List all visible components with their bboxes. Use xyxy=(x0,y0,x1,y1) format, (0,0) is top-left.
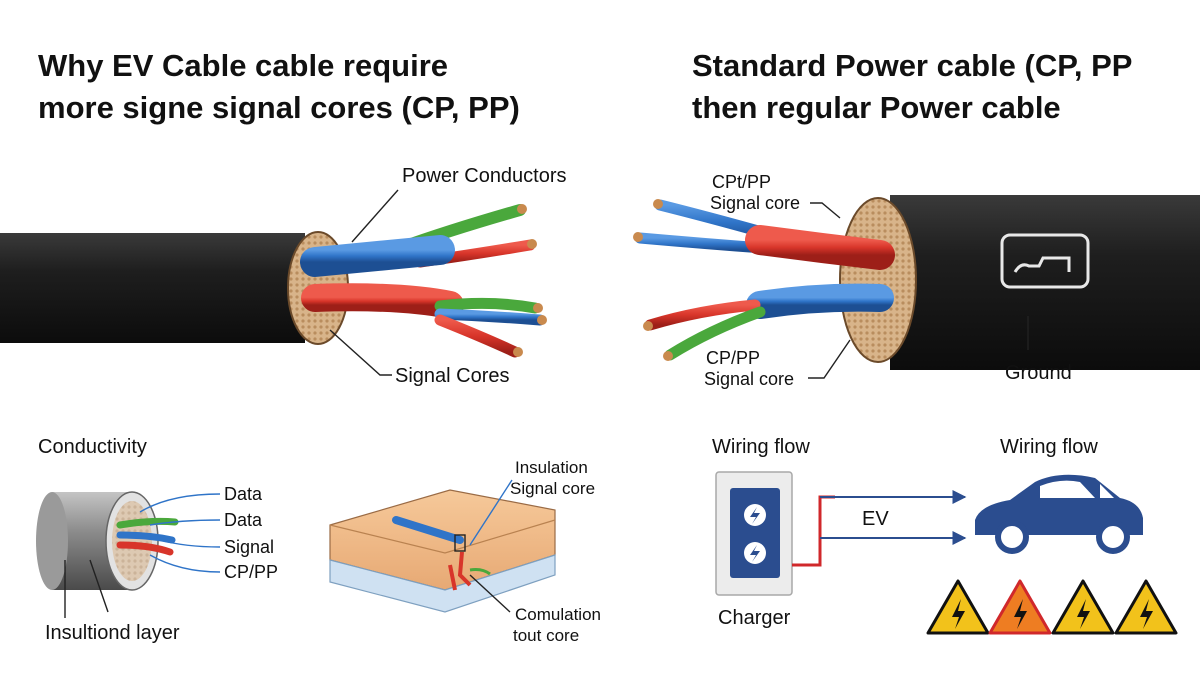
warning-icon xyxy=(1114,579,1178,635)
label-power-conductors: Power Conductors xyxy=(402,165,567,187)
right-copper-tips xyxy=(633,199,673,361)
warning-icon xyxy=(988,579,1052,635)
left-title-line2: more signe signal cores (CP, PP) xyxy=(38,90,520,125)
right-cable xyxy=(633,195,1200,379)
bolt-icon xyxy=(750,545,760,562)
right-core-green-lower xyxy=(664,306,766,361)
wiring-flow xyxy=(715,471,1143,596)
car-icon xyxy=(975,474,1143,554)
label-insulation: Insulation xyxy=(515,458,588,477)
right-core-blue-main xyxy=(746,283,894,319)
cross-section-block xyxy=(329,479,556,613)
wiring-flow-heading-right: Wiring flow xyxy=(1000,436,1098,458)
left-core-blue-bottom xyxy=(434,308,546,326)
left-core-green-bottom xyxy=(434,297,541,314)
label-cp-pp-bottom: CP/PP xyxy=(706,348,761,368)
label-cp-pp-top: CPt/PP xyxy=(712,172,772,192)
left-cable xyxy=(0,189,547,376)
left-core-red-main xyxy=(301,283,464,319)
conductivity-core-label: Data xyxy=(224,510,263,530)
leader-power-conductors xyxy=(351,189,399,243)
right-core-red-lower xyxy=(644,299,761,331)
conductivity-core-label: Data xyxy=(224,484,263,504)
right-title-line2: then regular Power cable xyxy=(692,90,1061,125)
left-title-line1: Why EV Cable cable require xyxy=(38,48,449,83)
right-cable-jacket xyxy=(890,195,1200,370)
left-cable-jacket xyxy=(0,233,305,343)
left-core-blue-main xyxy=(300,235,455,277)
conductivity-core-label: CP/PP xyxy=(224,562,279,582)
leader-signal-core-top xyxy=(810,202,841,219)
conductivity-leaders xyxy=(139,493,221,573)
right-core-red-main xyxy=(745,225,895,270)
warning-icon xyxy=(926,579,990,635)
wiring-flow-heading-left: Wiring flow xyxy=(712,436,810,458)
label-insulation-layer: Insultiond layer xyxy=(45,622,180,644)
conductivity-core-label: Signal xyxy=(224,537,275,557)
label-signal-core-bottom: Signal core xyxy=(704,369,795,389)
warning-icon xyxy=(1051,579,1115,635)
conductivity-heading: Conductivity xyxy=(38,436,147,458)
label-insulation-signal-core: Signal core xyxy=(510,479,596,498)
left-title: Why EV Cable cable require more signe si… xyxy=(38,45,578,129)
label-signal-core-top: Signal core xyxy=(710,193,801,213)
charger-wire xyxy=(792,495,835,567)
ground-icon xyxy=(1000,233,1090,289)
conductivity-cable xyxy=(36,491,221,618)
left-core-red-bottom xyxy=(434,314,521,358)
label-charger: Charger xyxy=(718,607,791,629)
label-ground: Ground xyxy=(1005,362,1072,384)
label-ev: EV xyxy=(862,508,889,530)
right-title: Standard Power cable (CP, PP then regula… xyxy=(692,45,1192,129)
label-comulation: Comulation xyxy=(515,605,601,624)
leader-signal-core-bottom xyxy=(808,339,851,379)
label-tout-core: tout core xyxy=(513,626,580,645)
right-title-line1: Standard Power cable (CP, PP xyxy=(692,48,1133,83)
left-copper-tips xyxy=(513,204,547,357)
leader-signal-cores xyxy=(329,329,392,376)
bolt-icon xyxy=(750,507,760,524)
label-signal-cores: Signal Cores xyxy=(395,365,510,387)
warning-signs xyxy=(926,579,1178,635)
